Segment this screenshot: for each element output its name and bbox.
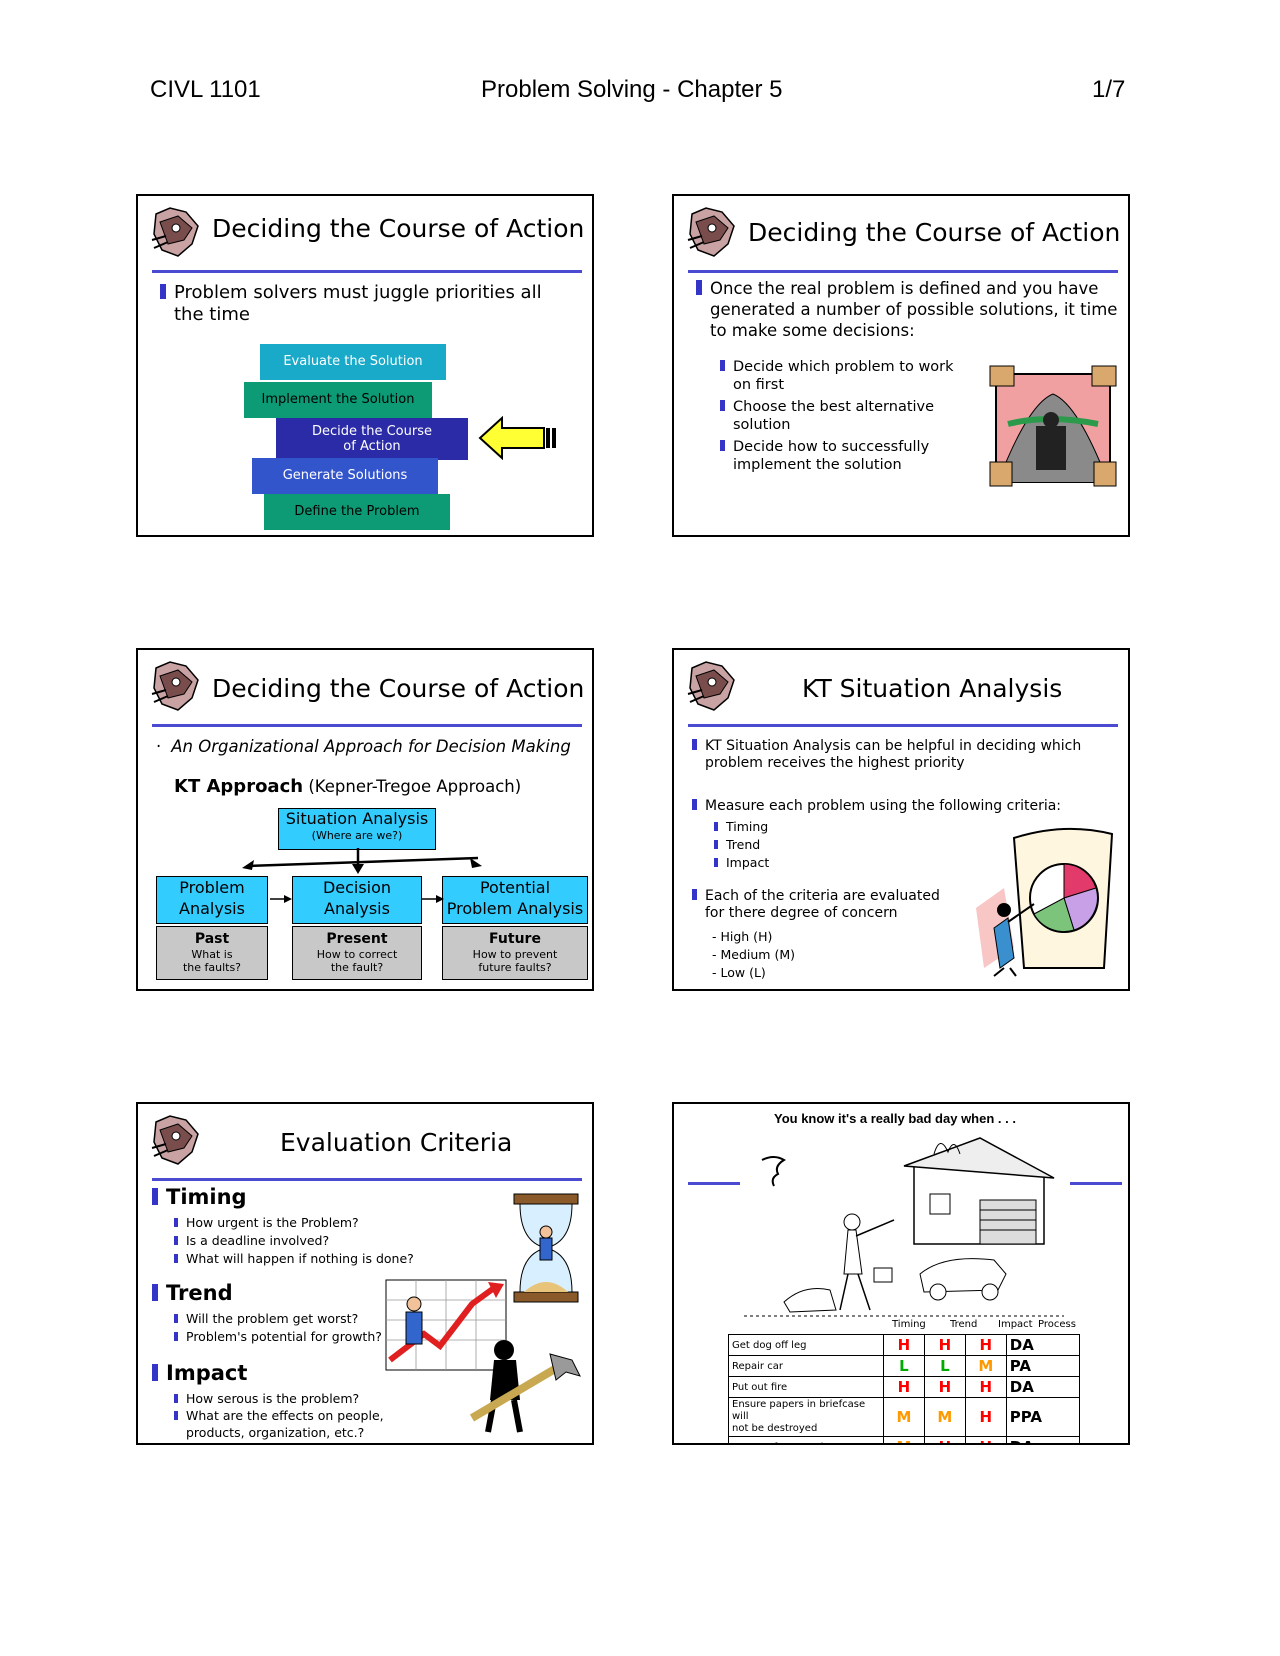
slide-2-bullet: Once the real problem is defined and you… bbox=[696, 278, 1117, 341]
slide-2-title: Deciding the Course of Action bbox=[748, 218, 1121, 247]
thinker-logo-icon bbox=[687, 207, 735, 257]
right-rule bbox=[1070, 1182, 1122, 1185]
slide-6-title: You know it's a really bad day when . . … bbox=[774, 1111, 1016, 1126]
title-rule bbox=[688, 724, 1118, 727]
step-define: Define the Problem bbox=[264, 494, 450, 530]
thinker-logo-icon bbox=[151, 661, 199, 711]
trend-heading: Trend bbox=[152, 1282, 233, 1304]
slide-3-title: Deciding the Course of Action bbox=[212, 674, 585, 703]
slide-1-title: Deciding the Course of Action bbox=[212, 214, 585, 243]
title-rule bbox=[152, 270, 582, 273]
levels-list: - High (H) - Medium (M) - Low (L) bbox=[712, 929, 795, 980]
impact-list: How serous is the problem? What are the … bbox=[174, 1390, 384, 1441]
hourglass-illustration-icon bbox=[513, 1193, 579, 1303]
page-number: 1/7 bbox=[1092, 76, 1126, 103]
col-header-timing: Timing bbox=[892, 1319, 926, 1330]
slide-4: KT Situation Analysis KT Situation Analy… bbox=[672, 648, 1130, 991]
present-box: Present How to correct the fault? bbox=[292, 926, 422, 980]
kt-bullet-1: KT Situation Analysis can be helpful in … bbox=[692, 738, 1081, 772]
table-row: Prepare for tornado MHHDA bbox=[728, 1436, 1081, 1443]
arrow-right-icon bbox=[422, 895, 444, 903]
situation-analysis-box: Situation Analysis (Where are we?) bbox=[278, 808, 436, 850]
slide-3: Deciding the Course of Action ·An Organi… bbox=[136, 648, 594, 991]
step-implement: Implement the Solution bbox=[244, 382, 432, 418]
kt-bullet-2: Measure each problem using the following… bbox=[692, 798, 1061, 815]
slide-6: You know it's a really bad day when . . … bbox=[672, 1102, 1130, 1445]
course-code: CIVL 1101 bbox=[150, 76, 261, 103]
title-rule bbox=[152, 724, 582, 727]
bad-day-cartoon-illustration-icon bbox=[744, 1137, 1064, 1317]
impact-heading: Impact bbox=[152, 1362, 247, 1384]
thinker-logo-icon bbox=[151, 207, 199, 257]
slide-5: Evaluation Criteria Timing How urgent is… bbox=[136, 1102, 594, 1445]
thinker-logo-icon bbox=[687, 661, 735, 711]
left-rule bbox=[688, 1182, 740, 1185]
timing-list: How urgent is the Problem? Is a deadline… bbox=[174, 1214, 414, 1268]
slide-2: Deciding the Course of Action Once the r… bbox=[672, 194, 1130, 537]
slide-4-title: KT Situation Analysis bbox=[802, 674, 1063, 703]
col-header-process: Process bbox=[1038, 1319, 1076, 1330]
title-rule bbox=[152, 1178, 582, 1181]
rising-graph-illustration-icon bbox=[385, 1279, 507, 1371]
kt-approach-heading: KT Approach (Kepner-Tregoe Approach) bbox=[174, 776, 522, 797]
arrow-left-icon bbox=[478, 416, 556, 460]
col-header-impact: Impact bbox=[998, 1319, 1033, 1330]
step-generate: Generate Solutions bbox=[252, 458, 438, 494]
criteria-list: Timing Trend Impact bbox=[714, 818, 769, 872]
timing-heading: Timing bbox=[152, 1186, 247, 1208]
title-rule bbox=[688, 270, 1118, 273]
slide-5-title: Evaluation Criteria bbox=[280, 1128, 513, 1157]
crossroads-illustration-icon bbox=[989, 365, 1117, 487]
kt-connector-arrows bbox=[242, 848, 482, 874]
thinker-logo-icon bbox=[151, 1115, 199, 1165]
slide-1: Deciding the Course of Action Problem so… bbox=[136, 194, 594, 537]
step-evaluate: Evaluate the Solution bbox=[260, 344, 446, 380]
past-box: Past What is the faults? bbox=[156, 926, 268, 980]
worker-hammer-illustration-icon bbox=[469, 1340, 581, 1433]
future-box: Future How to prevent future faults? bbox=[442, 926, 588, 980]
trend-list: Will the problem get worst? Problem's po… bbox=[174, 1310, 382, 1346]
kt-bullet-3: Each of the criteria are evaluated for t… bbox=[692, 888, 940, 922]
slide-3-bullet: ·An Organizational Approach for Decision… bbox=[156, 737, 571, 756]
col-header-trend: Trend bbox=[950, 1319, 978, 1330]
presenter-pie-chart-illustration-icon bbox=[976, 827, 1114, 977]
slide-1-bullet: Problem solvers must juggle priorities a… bbox=[160, 282, 542, 326]
document-title: Problem Solving - Chapter 5 bbox=[481, 76, 783, 103]
arrow-right-icon bbox=[270, 895, 292, 903]
